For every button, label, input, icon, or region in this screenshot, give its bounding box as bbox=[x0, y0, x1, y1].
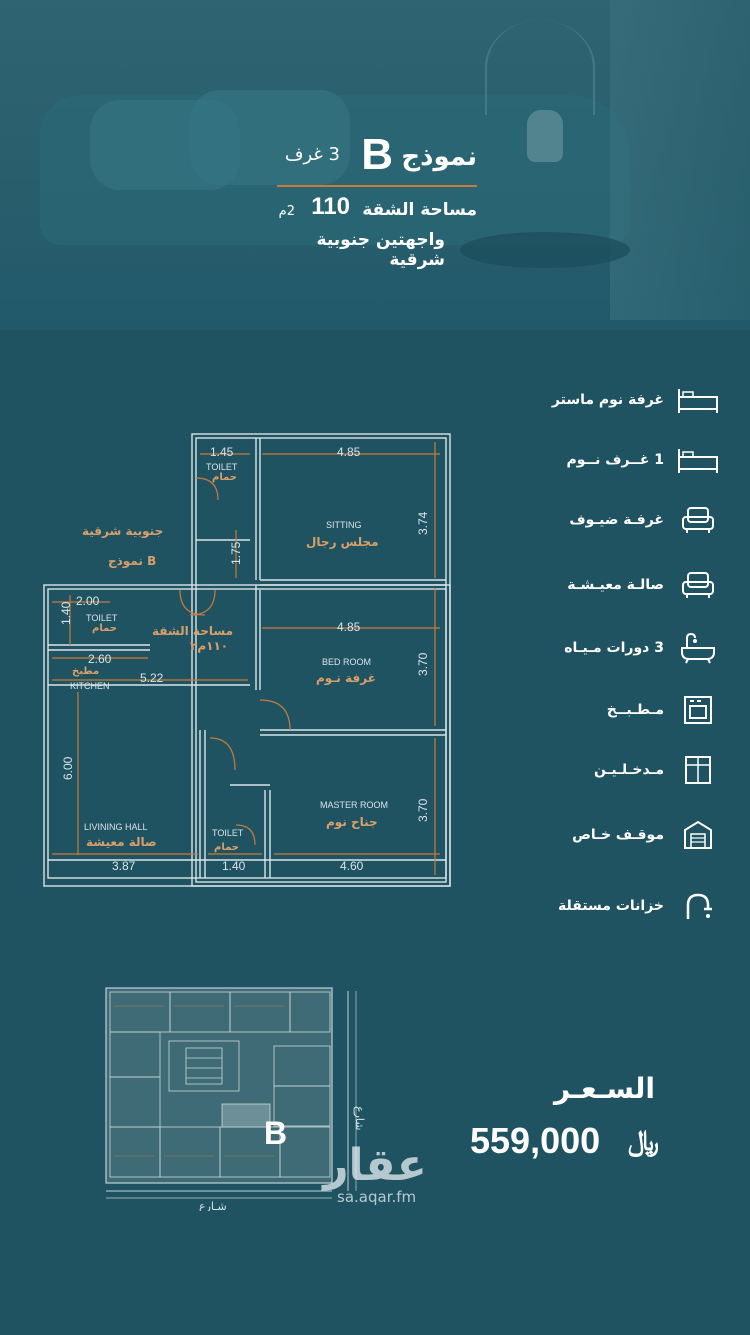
plant-image bbox=[485, 20, 595, 115]
room-label-en: TOILET bbox=[212, 828, 244, 838]
site-plan-dims bbox=[114, 1005, 284, 1157]
watermark-url: sa.aqar.fm bbox=[337, 1188, 417, 1206]
faucet-icon bbox=[676, 889, 720, 923]
facades-text: واجهتين جنوبية شرقية bbox=[316, 230, 445, 270]
room-label-ar: حمام bbox=[92, 623, 117, 634]
room-label-en: BED ROOM bbox=[322, 657, 371, 667]
armchair-icon bbox=[676, 503, 720, 537]
floor-plan-drawing: 1.45 4.85 3.74 1.75 2.00 1.40 4.85 2.60 … bbox=[43, 433, 451, 887]
room-label-ar: مجلس رجال bbox=[306, 535, 379, 549]
floor-plan: 1.45 4.85 3.74 1.75 2.00 1.40 4.85 2.60 … bbox=[40, 430, 460, 890]
dimension-label: 3.70 bbox=[416, 798, 430, 822]
feature-label: موقـف خـاص bbox=[572, 827, 664, 843]
header-divider bbox=[277, 185, 477, 187]
watermark: عقار sa.aqar.fm bbox=[305, 1140, 445, 1210]
price-label: السـعـر bbox=[554, 1072, 655, 1105]
dimension-label: 4.85 bbox=[337, 620, 361, 634]
feature-label: غرفة نوم ماستر bbox=[551, 392, 664, 408]
feature-item: 1 غــرف نــوم bbox=[525, 440, 720, 480]
area-value: 110 bbox=[311, 193, 350, 220]
bathtub-icon bbox=[676, 631, 720, 665]
dimension-label: 3.87 bbox=[112, 859, 136, 873]
room-label-en: LIVINING HALL bbox=[84, 822, 148, 832]
rooms-count: 3 غرف bbox=[284, 144, 340, 165]
site-plan-drawing: B شـارع شارع bbox=[105, 987, 366, 1213]
dimension-label: 3.70 bbox=[416, 652, 430, 676]
site-plan: B شـارع شارع bbox=[104, 986, 374, 1213]
dimension-label: 1.45 bbox=[210, 445, 234, 459]
vase-image bbox=[527, 110, 563, 162]
cushion-image bbox=[190, 90, 350, 185]
dimension-label: 2.00 bbox=[76, 594, 100, 608]
feature-label: صالـة معيـشـة bbox=[567, 577, 664, 593]
dimension-label: 4.60 bbox=[340, 859, 364, 873]
site-plan-walls bbox=[109, 991, 331, 1178]
feature-label: خزانات مستقلة bbox=[558, 898, 664, 914]
plan-note-model: نموذج B bbox=[108, 554, 156, 569]
room-label-en: TOILET bbox=[86, 613, 118, 623]
room-label-en: SITTING bbox=[326, 520, 362, 530]
feature-label: مـطـبــخ bbox=[606, 702, 664, 718]
price-value: 559,000 bbox=[470, 1120, 601, 1161]
feature-label: 1 غــرف نــوم bbox=[566, 452, 664, 468]
site-plan-letter: B bbox=[264, 1115, 287, 1151]
dimension-label: 1.40 bbox=[59, 601, 73, 625]
hero-background bbox=[0, 0, 750, 330]
apt-area-value: ١١٠م٢ bbox=[190, 639, 228, 654]
area-label: مساحة الشقة bbox=[362, 200, 477, 220]
feature-item: غرفـة ضيـوف bbox=[525, 500, 720, 540]
street-label-bottom: شـارع bbox=[199, 1200, 227, 1211]
room-label-ar: جناح نوم bbox=[326, 815, 378, 830]
model-word: نموذج bbox=[401, 142, 477, 172]
room-label-ar: حمام bbox=[212, 472, 237, 483]
apt-area-label: مساحة الشقة bbox=[152, 624, 233, 638]
feature-label: مـدخـلـيـن bbox=[593, 762, 664, 778]
plan-dimension-lines bbox=[52, 442, 440, 875]
dimension-label: 2.60 bbox=[88, 652, 112, 666]
watermark-brand: عقار bbox=[323, 1140, 427, 1191]
feature-item: خزانات مستقلة bbox=[525, 886, 720, 926]
garage-icon bbox=[676, 818, 720, 852]
bed-icon bbox=[676, 443, 720, 477]
dimension-label: 6.00 bbox=[61, 756, 75, 780]
feature-item: صالـة معيـشـة bbox=[525, 565, 720, 605]
street-label-right: شارع bbox=[353, 1106, 366, 1130]
door-icon bbox=[676, 753, 720, 787]
dimension-label: 4.85 bbox=[337, 445, 361, 459]
room-label-ar: مطبخ bbox=[72, 666, 99, 677]
model-letter: B bbox=[361, 130, 393, 179]
dimension-label: 3.74 bbox=[416, 511, 430, 535]
feature-item: 3 دورات مـيـاه bbox=[525, 628, 720, 668]
room-label-ar: غرفة نـوم bbox=[316, 671, 376, 686]
plan-note-facades: جنوبية شرقية bbox=[82, 524, 163, 539]
plan-room-labels-en: TOILET SITTING TOILET BED ROOM KITCHEN L… bbox=[70, 462, 388, 838]
feature-item: مـطـبــخ bbox=[525, 690, 720, 730]
dimension-label: 5.22 bbox=[140, 671, 164, 685]
room-label-ar: حمام bbox=[214, 842, 239, 853]
room-label-ar: صالة معيشة bbox=[86, 835, 157, 849]
feature-label: 3 دورات مـيـاه bbox=[564, 640, 664, 656]
oven-icon bbox=[676, 693, 720, 727]
area-unit: 2م bbox=[278, 204, 295, 219]
feature-item: مـدخـلـيـن bbox=[525, 750, 720, 790]
feature-item: غرفة نوم ماستر bbox=[525, 380, 720, 420]
room-label-en: MASTER ROOM bbox=[320, 800, 388, 810]
plan-walls bbox=[43, 433, 451, 887]
plan-dimension-labels: 1.45 4.85 3.74 1.75 2.00 1.40 4.85 2.60 … bbox=[59, 445, 430, 873]
dimension-label: 1.40 bbox=[222, 859, 246, 873]
feature-label: غرفـة ضيـوف bbox=[569, 512, 664, 528]
riyal-currency-icon: ﷼ bbox=[628, 1124, 659, 1157]
feature-item: موقـف خـاص bbox=[525, 815, 720, 855]
window-image bbox=[610, 0, 750, 320]
dimension-label: 1.75 bbox=[229, 541, 243, 565]
model-header: نموذج B 3 غرف مساحة الشقة 110 2م واجهتين… bbox=[270, 130, 485, 270]
table-image bbox=[460, 232, 630, 268]
room-label-en: KITCHEN bbox=[70, 681, 110, 691]
bed-icon bbox=[676, 383, 720, 417]
armchair-icon bbox=[676, 568, 720, 602]
plan-room-labels-ar: حمام مجلس رجال حمام غرفة نـوم مطبخ صالة … bbox=[72, 472, 379, 853]
room-label-en: TOILET bbox=[206, 462, 238, 472]
